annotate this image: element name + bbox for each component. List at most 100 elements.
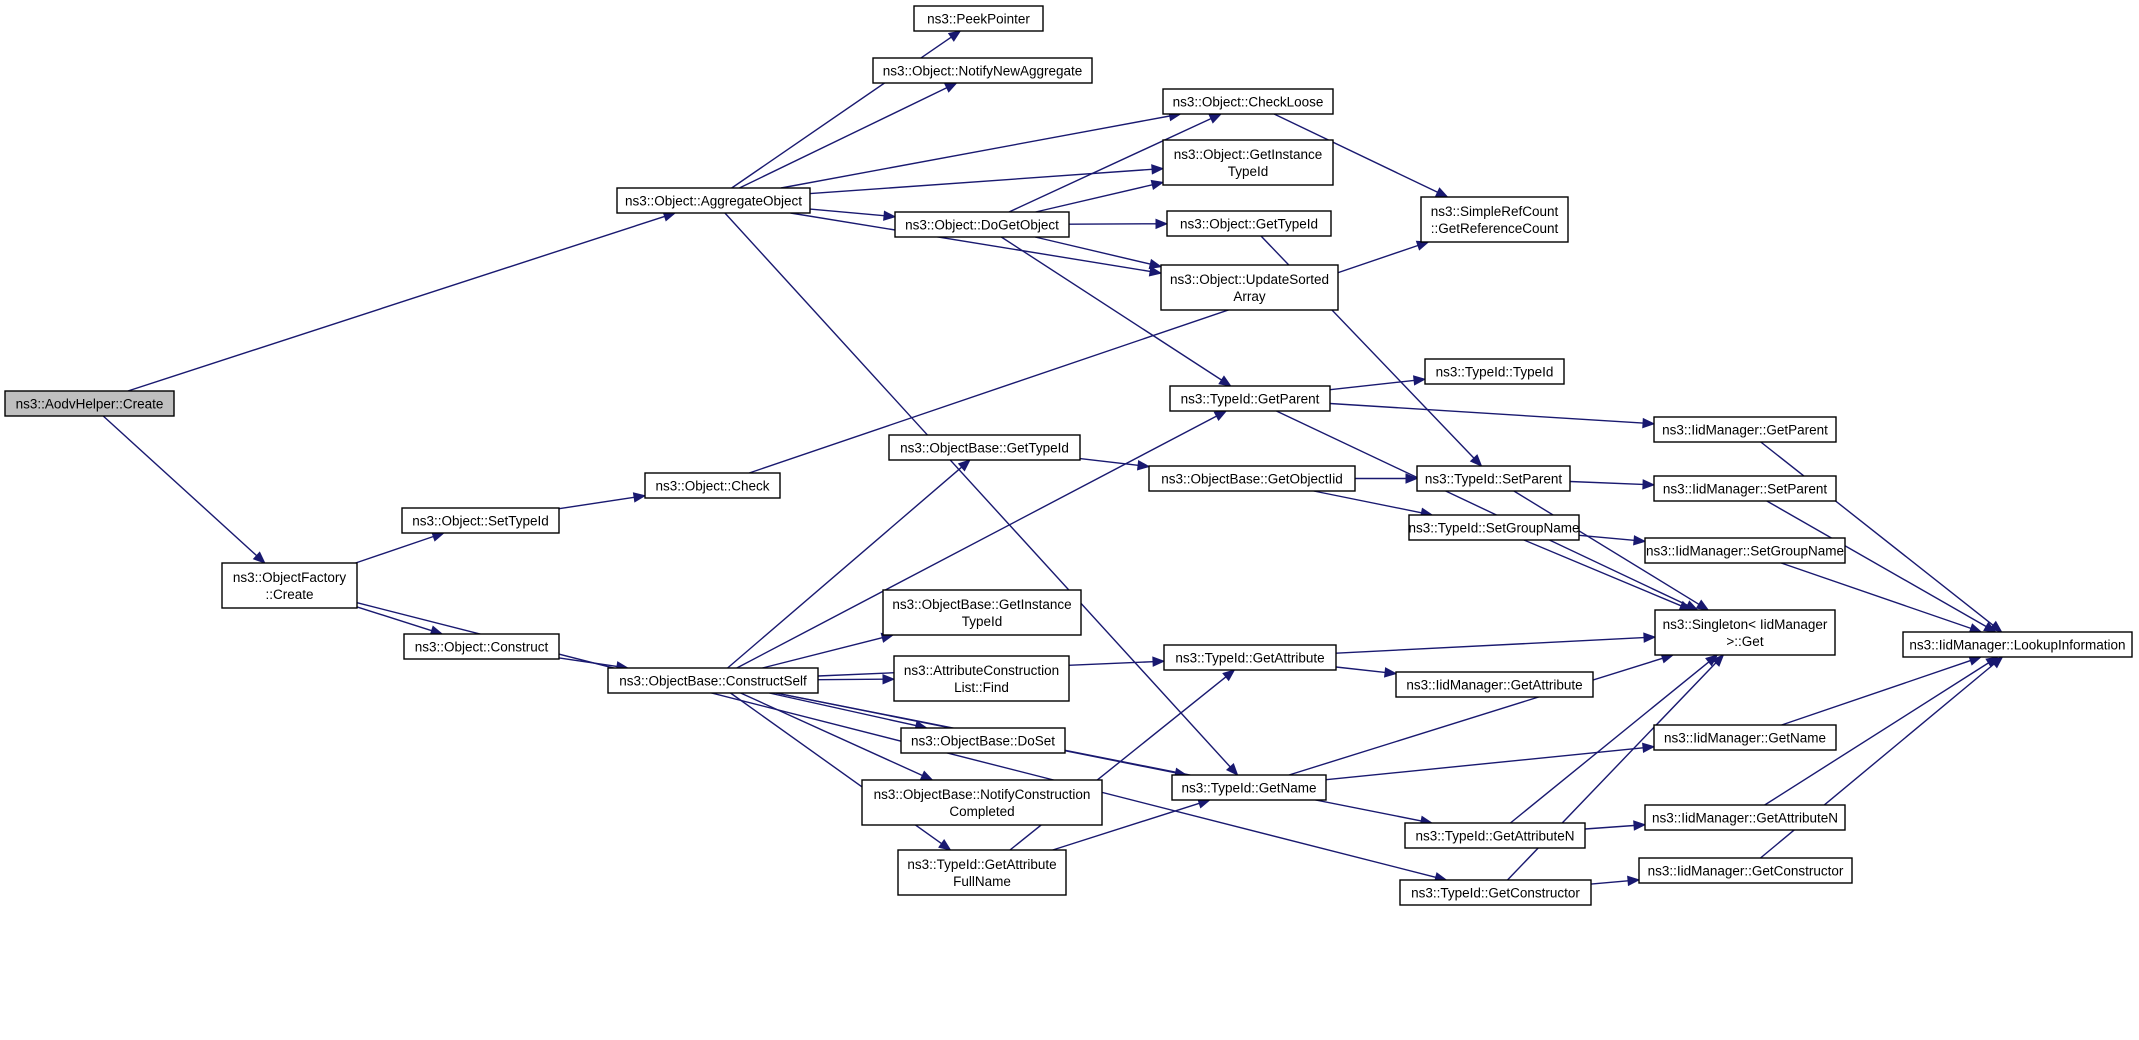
node-of-create[interactable]: ns3::ObjectFactory::Create — [221, 562, 358, 609]
node-label: ns3::Object::CheckLoose — [1173, 95, 1324, 110]
node-box — [644, 472, 781, 499]
arrowhead — [1148, 258, 1163, 270]
node-singleton-get[interactable]: ns3::Singleton< IidManager>::Get — [1654, 609, 1836, 656]
node-notify-new-agg[interactable]: ns3::Object::NotifyNewAggregate — [872, 57, 1093, 84]
edge-tid_get_attribute-to-singleton_get — [1335, 632, 1657, 654]
node-label: ns3::Object::GetTypeId — [1180, 217, 1318, 232]
node-label: ns3::ObjectBase::GetTypeId — [900, 441, 1069, 456]
node-obj-check[interactable]: ns3::Object::Check — [644, 472, 781, 499]
node-label: ::GetReferenceCount — [1431, 221, 1559, 236]
edge-line — [1079, 457, 1139, 466]
node-box — [1420, 196, 1569, 243]
node-iid-get-parent[interactable]: ns3::IidManager::GetParent — [1653, 416, 1837, 443]
node-box — [1169, 385, 1331, 412]
arrowhead — [882, 673, 896, 685]
edge-tid_get_parent-to-iid_get_parent — [1329, 402, 1656, 429]
node-box — [1653, 724, 1837, 751]
node-label: ns3::ObjectBase::ConstructSelf — [619, 674, 807, 689]
edge-line — [769, 692, 917, 727]
node-label: ns3::ObjectBase::GetObjectIid — [1161, 472, 1343, 487]
arrowhead — [1213, 410, 1228, 421]
node-obj-checkloose[interactable]: ns3::Object::CheckLoose — [1162, 88, 1334, 115]
node-tid-get-attribute-n[interactable]: ns3::TypeId::GetAttributeN — [1404, 822, 1586, 849]
edge-tid_get_name-to-iid_get_name — [1325, 742, 1656, 781]
edge-do_get_object-to-obj_checkloose — [1008, 113, 1223, 213]
node-iid-get-constructor[interactable]: ns3::IidManager::GetConstructor — [1638, 857, 1853, 884]
node-iid-set-parent[interactable]: ns3::IidManager::SetParent — [1653, 475, 1837, 502]
node-aggregate[interactable]: ns3::Object::AggregateObject — [616, 187, 811, 214]
node-aodv-create[interactable]: ns3::AodvHelper::Create — [4, 390, 175, 417]
edge-line — [1313, 490, 1422, 514]
node-construct[interactable]: ns3::Object::Construct — [403, 633, 560, 660]
node-iid-get-attribute[interactable]: ns3::IidManager::GetAttribute — [1395, 671, 1594, 698]
arrowhead — [1155, 218, 1169, 230]
edge-aggregate-to-tid_get_name — [724, 212, 1239, 776]
node-label: ns3::TypeId::GetConstructor — [1411, 886, 1580, 901]
node-label: ns3::PeekPointer — [927, 12, 1030, 27]
edge-iid_get_parent-to-iid_lookup — [1760, 441, 2003, 633]
node-label: ns3::AodvHelper::Create — [16, 397, 164, 412]
arrowhead — [938, 839, 952, 851]
arrowhead — [957, 459, 971, 472]
node-set-typeid[interactable]: ns3::Object::SetTypeId — [401, 507, 560, 534]
node-iid-get-name[interactable]: ns3::IidManager::GetName — [1653, 724, 1837, 751]
node-ob-notify-construction[interactable]: ns3::ObjectBase::NotifyConstructionCompl… — [861, 779, 1103, 826]
node-label: ns3::ObjectFactory — [233, 570, 347, 585]
edge-aggregate-to-obj_get_instance_typeid — [809, 164, 1165, 195]
node-tid-set-parent[interactable]: ns3::TypeId::SetParent — [1416, 465, 1571, 492]
node-tid-set-groupname[interactable]: ns3::TypeId::SetGroupName — [1408, 514, 1580, 541]
node-label: ns3::Object::Construct — [415, 640, 549, 655]
edge-construct_self-to-acl_find — [817, 673, 896, 685]
arrowhead — [947, 30, 962, 42]
edge-line — [1780, 562, 1972, 630]
edge-aggregate-to-notify_new_agg — [739, 82, 958, 189]
edge-aggregate-to-obj_checkloose — [780, 110, 1182, 189]
node-label: ns3::TypeId::GetParent — [1181, 392, 1320, 407]
node-box — [1166, 210, 1332, 237]
node-ob-get-typeid[interactable]: ns3::ObjectBase::GetTypeId — [888, 434, 1081, 461]
node-box — [861, 779, 1103, 826]
edge-line — [558, 657, 618, 668]
node-box — [401, 507, 560, 534]
node-iid-get-attribute-n[interactable]: ns3::IidManager::GetAttributeN — [1644, 804, 1846, 831]
node-tid-get-name[interactable]: ns3::TypeId::GetName — [1171, 774, 1327, 801]
node-label: ns3::IidManager::GetName — [1664, 731, 1826, 746]
node-refcount[interactable]: ns3::SimpleRefCount::GetReferenceCount — [1420, 196, 1569, 243]
edge-line — [1764, 662, 1989, 806]
arrowhead — [1711, 654, 1725, 667]
arrowhead — [1152, 656, 1166, 667]
edge-line — [1335, 666, 1386, 674]
arrowhead — [1633, 535, 1647, 546]
edge-line — [1052, 802, 1200, 851]
node-box — [1654, 609, 1836, 656]
node-box — [1416, 465, 1571, 492]
node-tid-get-constructor[interactable]: ns3::TypeId::GetConstructor — [1399, 879, 1592, 906]
edge-line — [356, 606, 432, 632]
node-ob-get-objectiid[interactable]: ns3::ObjectBase::GetObjectIid — [1148, 465, 1356, 492]
edge-tid_get_attribute-to-iid_get_attribute — [1335, 666, 1398, 678]
edge-iid_set_groupname-to-iid_lookup — [1780, 562, 1983, 634]
node-tid-typeid[interactable]: ns3::TypeId::TypeId — [1424, 358, 1565, 385]
node-iid-set-groupname[interactable]: ns3::IidManager::SetGroupName — [1644, 537, 1846, 564]
node-box — [607, 667, 819, 694]
edge-line — [1590, 880, 1629, 885]
node-obj-get-typeid[interactable]: ns3::Object::GetTypeId — [1166, 210, 1332, 237]
edge-set_typeid-to-obj_check — [558, 492, 647, 510]
node-iid-lookup[interactable]: ns3::IidManager::LookupInformation — [1902, 631, 2133, 658]
node-ob-doset[interactable]: ns3::ObjectBase::DoSet — [900, 727, 1066, 754]
node-tid-get-attribute[interactable]: ns3::TypeId::GetAttribute — [1163, 644, 1337, 671]
node-peek-pointer[interactable]: ns3::PeekPointer — [913, 5, 1044, 32]
node-construct-self[interactable]: ns3::ObjectBase::ConstructSelf — [607, 667, 819, 694]
node-tid-get-parent[interactable]: ns3::TypeId::GetParent — [1169, 385, 1331, 412]
edge-line — [1760, 441, 1994, 626]
node-do-get-object[interactable]: ns3::Object::DoGetObject — [894, 211, 1070, 238]
arrowhead — [1642, 742, 1656, 754]
node-box — [1148, 465, 1356, 492]
arrowhead — [883, 210, 897, 221]
